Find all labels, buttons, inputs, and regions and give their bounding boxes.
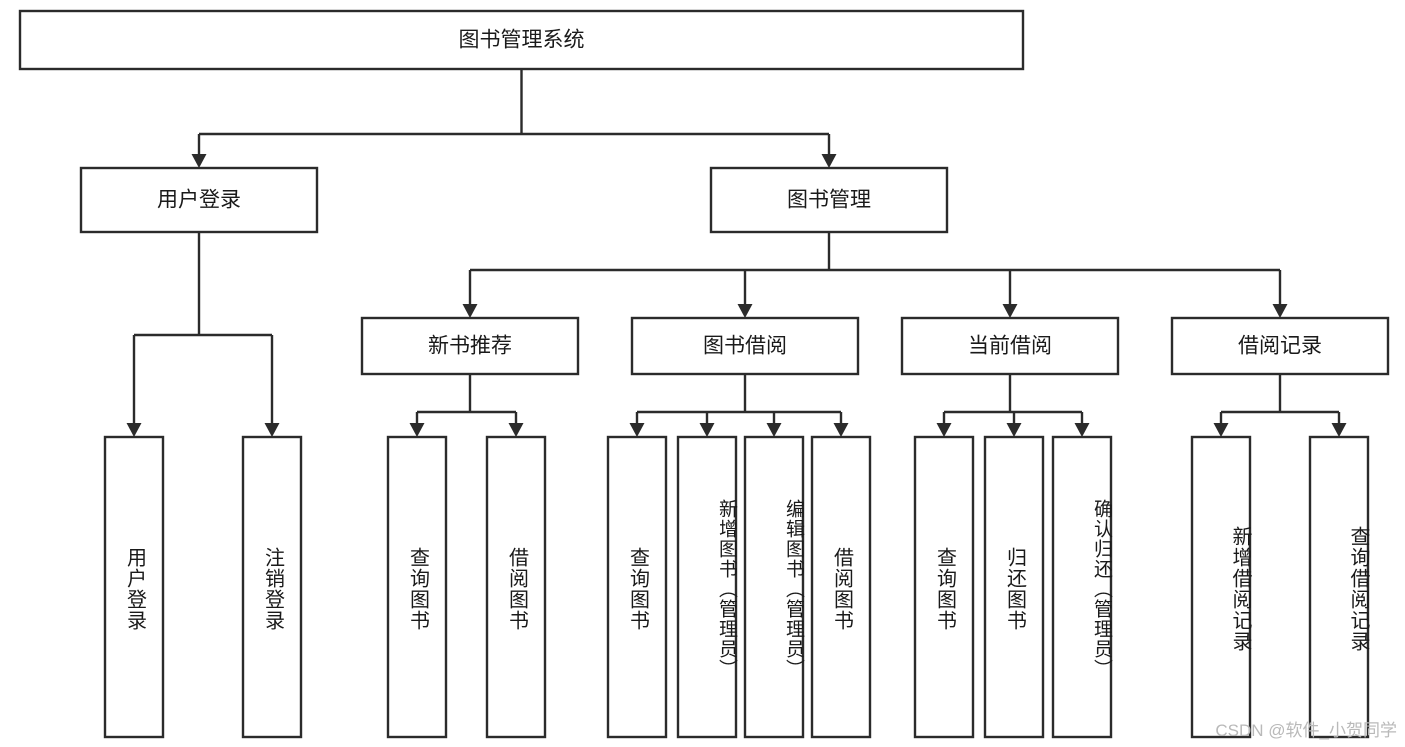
connectors-layer <box>126 69 1347 437</box>
node-leaf-logout-login[interactable] <box>241 435 303 739</box>
node-book-manage-label: 图书管理 <box>787 189 871 212</box>
arrow-head-icon <box>1213 423 1229 437</box>
node-leaf-add-book[interactable] <box>676 435 738 739</box>
node-leaf-confirm-return[interactable] <box>1051 435 1113 739</box>
node-borrow-record-label: 借阅记录 <box>1238 335 1322 358</box>
node-current-borrow[interactable] <box>900 316 1120 376</box>
arrow-head-icon <box>462 304 478 318</box>
arrow-head-icon <box>737 304 753 318</box>
node-borrow-record[interactable] <box>1170 316 1390 376</box>
csdn-watermark: CSDN @软件_小贺同学 <box>1215 721 1397 740</box>
node-leaf-borrow-book-1[interactable] <box>485 435 547 739</box>
node-new-book-recommend-label: 新书推荐 <box>428 335 512 358</box>
arrow-head-icon <box>1006 423 1022 437</box>
arrow-head-icon <box>264 423 280 437</box>
node-user-login-label: 用户登录 <box>157 189 241 212</box>
arrow-head-icon <box>699 423 715 437</box>
node-leaf-add-record[interactable] <box>1190 435 1252 739</box>
node-new-book-recommend[interactable] <box>360 316 580 376</box>
node-root[interactable] <box>18 9 1025 71</box>
node-book-borrow[interactable] <box>630 316 860 376</box>
arrow-head-icon <box>629 423 645 437</box>
arrow-head-icon <box>1331 423 1347 437</box>
arrow-head-icon <box>821 154 837 168</box>
node-book-borrow-label: 图书借阅 <box>703 335 787 358</box>
node-leaf-borrow-book-2[interactable] <box>810 435 872 739</box>
arrow-head-icon <box>936 423 952 437</box>
node-leaf-query-book-1[interactable] <box>386 435 448 739</box>
arrow-head-icon <box>191 154 207 168</box>
arrow-head-icon <box>1272 304 1288 318</box>
arrow-head-icon <box>1002 304 1018 318</box>
arrow-head-icon <box>409 423 425 437</box>
arrow-head-icon <box>833 423 849 437</box>
node-leaf-query-book-3[interactable] <box>913 435 975 739</box>
arrow-head-icon <box>508 423 524 437</box>
arrow-head-icon <box>766 423 782 437</box>
node-user-login[interactable] <box>79 166 319 234</box>
node-leaf-return-book[interactable] <box>983 435 1045 739</box>
node-leaf-user-login[interactable] <box>103 435 165 739</box>
arrow-head-icon <box>126 423 142 437</box>
node-leaf-query-book-2[interactable] <box>606 435 668 739</box>
node-leaf-query-record[interactable] <box>1308 435 1370 739</box>
arrow-head-icon <box>1074 423 1090 437</box>
node-leaf-edit-book[interactable] <box>743 435 805 739</box>
node-current-borrow-label: 当前借阅 <box>968 335 1052 358</box>
node-book-manage[interactable] <box>709 166 949 234</box>
node-root-label: 图书管理系统 <box>459 29 585 52</box>
